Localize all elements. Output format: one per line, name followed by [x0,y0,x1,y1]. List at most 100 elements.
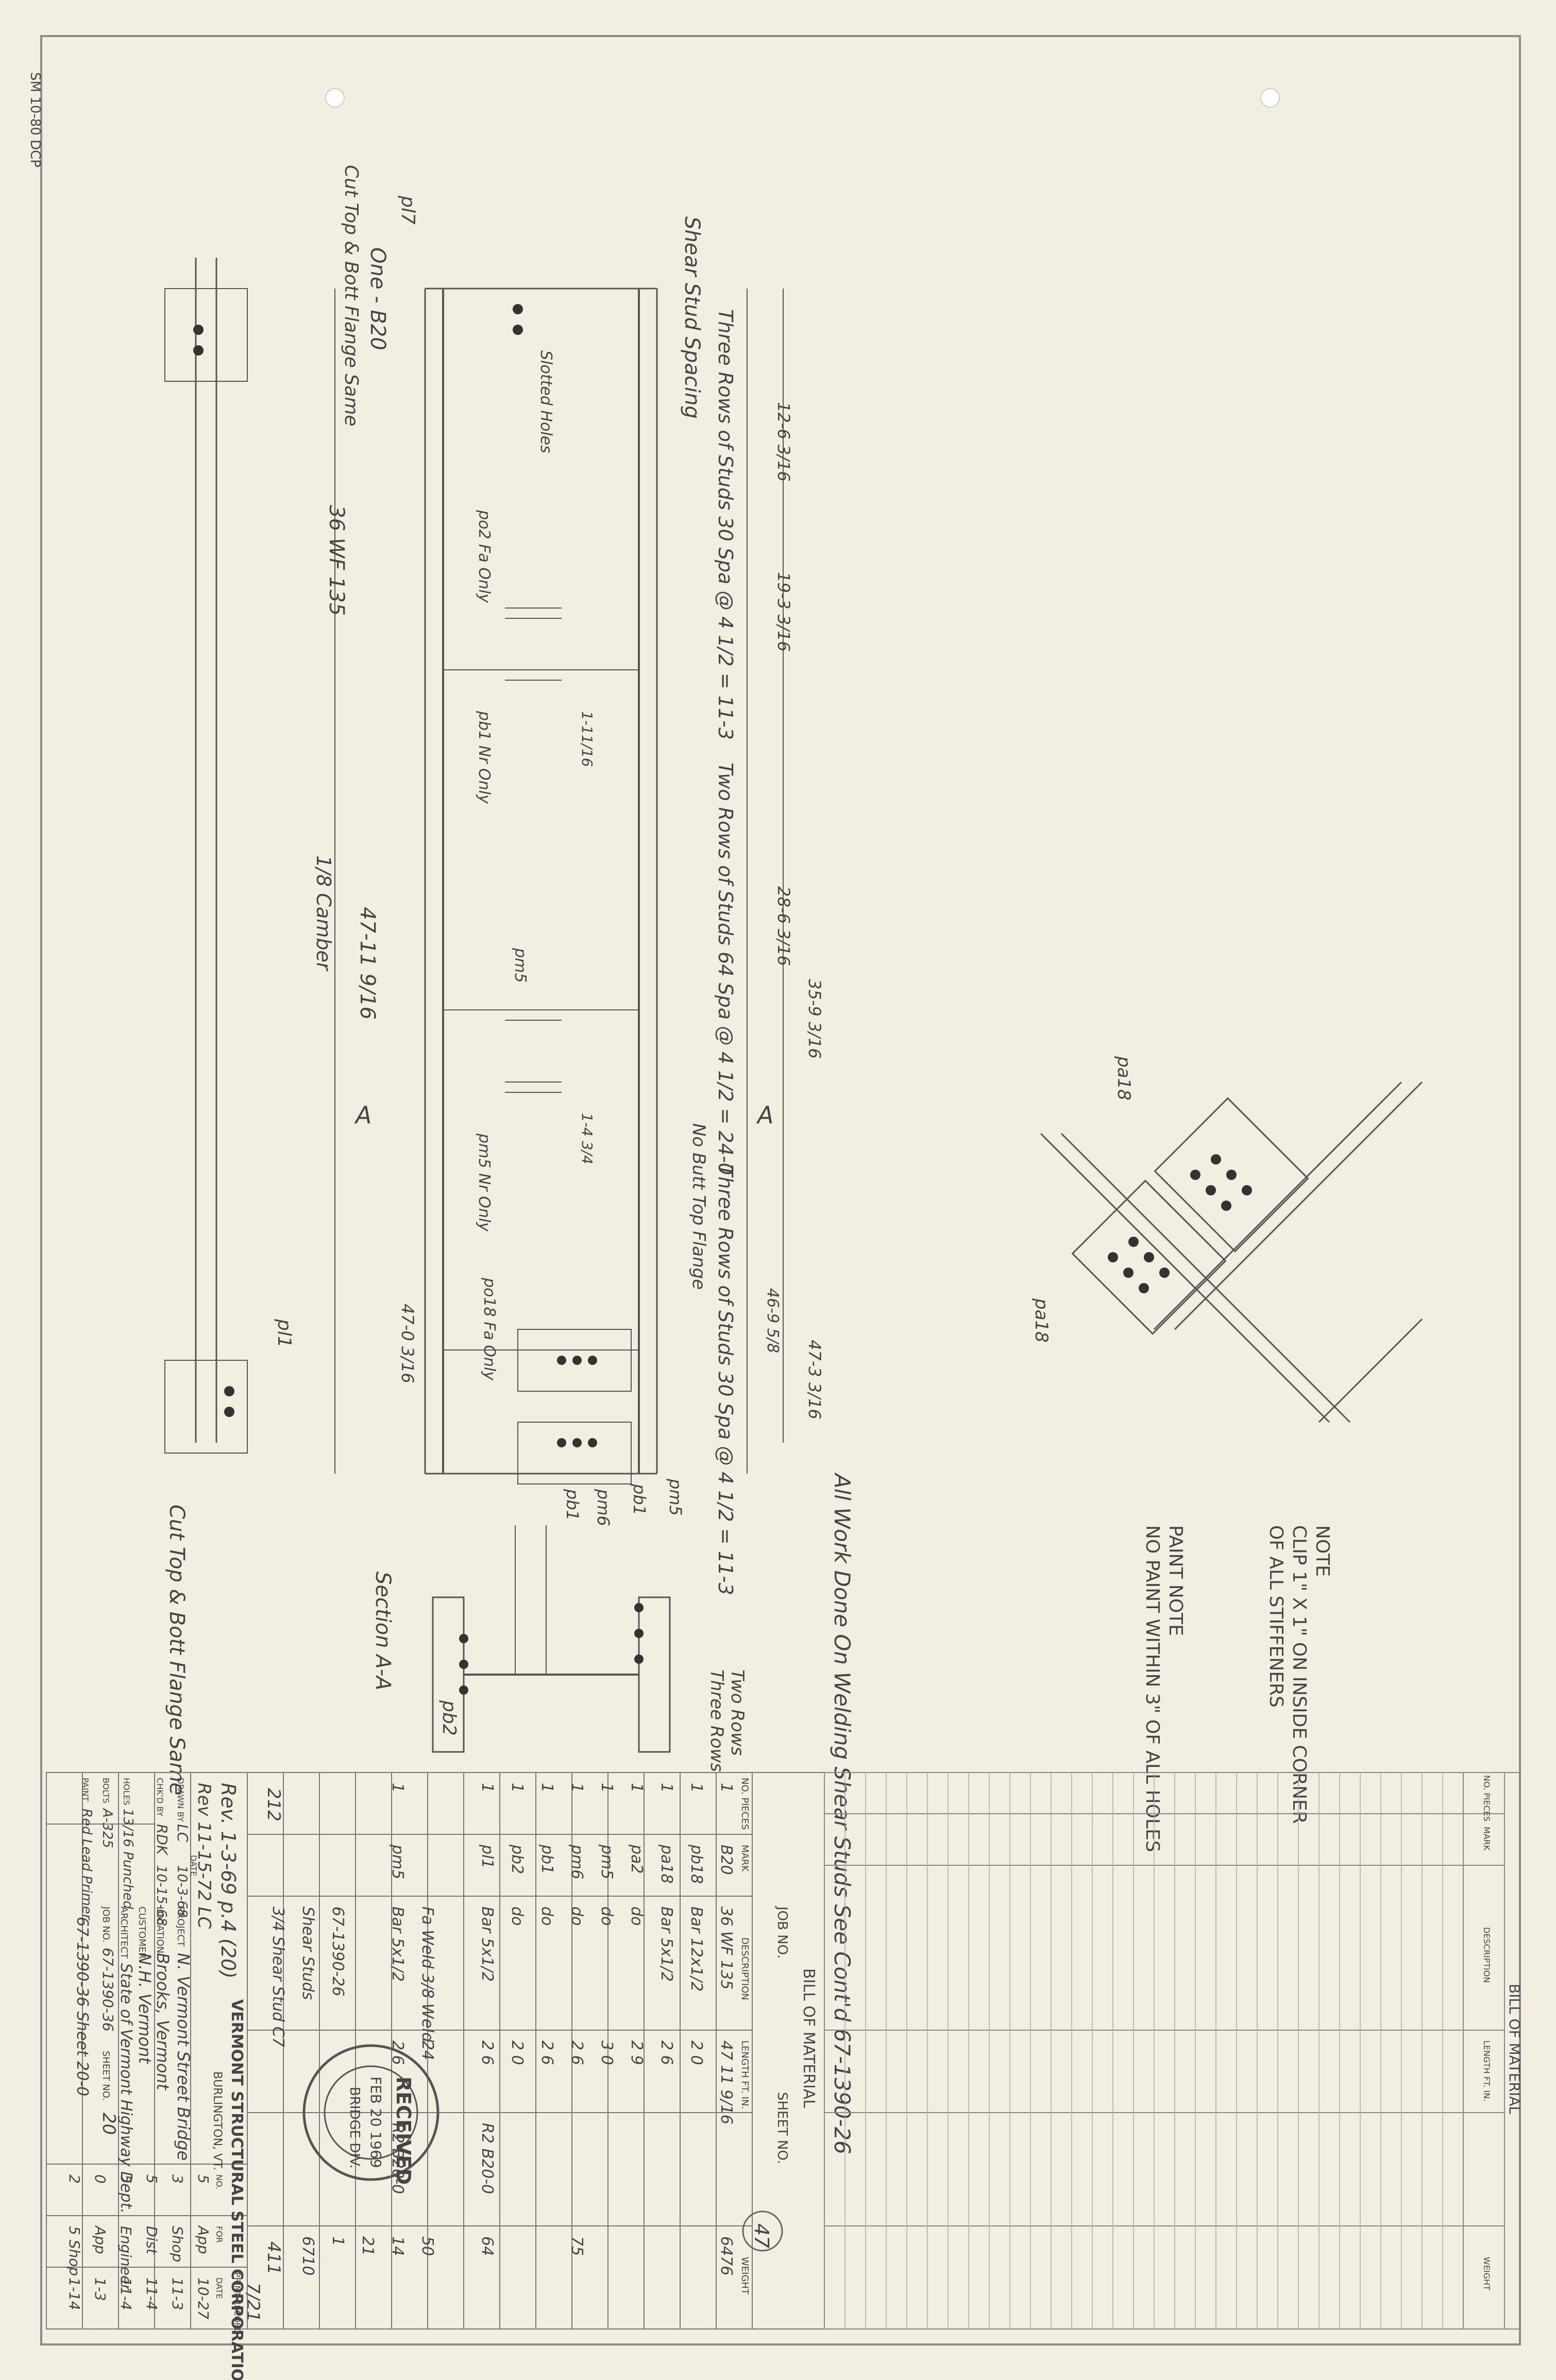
bolt-holes [193,304,597,1447]
bom-cell-desc: do [508,1906,526,1926]
bom-total-weight: 411 [263,2241,284,2275]
corner-code: SM 10-80 DCP [27,72,43,167]
bom-cell-len: 2 9 [628,2040,646,2065]
bom-right-header-weight: WEIGHT [1482,2257,1492,2290]
section-aa-bolts [459,1603,644,1695]
bom-cell-desc: Bar 5x1/2 [478,1906,496,1982]
bom-job-label: JOB NO. [774,1905,790,1959]
bom-sheet-label: SHEET NO. [774,2092,790,2164]
stamp-bottom: BRIDGE DIV. [347,2087,362,2169]
checked-date: 10-15-68 [154,1865,169,1926]
bom-header-no: NO. PIECES [739,1778,750,1830]
bom-cell-no: 1 [687,1783,705,1793]
section-label-pb1-b: pb1 [563,1489,582,1521]
bom-cell-len: 3 0 [598,2040,616,2065]
dim-7: 47-0 3/16 [398,1304,417,1383]
print-header-for: FOR [214,2226,224,2243]
beam-section: 36 WF 135 [325,505,348,616]
print-record-cell: Dist [143,2226,160,2255]
customer-value: N.H. Vermont [135,1953,155,2064]
print-record-rows: 5App10-273Shop11-35Dist11-45Engineer11-4… [66,2174,212,2320]
camber-label: 1/8 Camber [312,855,335,972]
note-line-1: CLIP 1" X 1" ON INSIDE CORNER [1289,1525,1310,1824]
section-arrow-a2: A [354,1101,371,1129]
bom-main-grid [247,1772,825,2330]
bom-cell-weight: 21 [359,2236,377,2256]
bom-header-length: LENGTH FT. IN. [739,2040,750,2109]
bom-cell-desc: Shear Studs [299,1906,317,2000]
print-record-cell: 3 [169,2174,186,2184]
bom-cell-desc: 3/4 Shear Stud C7 [269,1906,287,2047]
bom-cell-mark: B20 [717,1845,735,1875]
job-no-label: JOB NO. [100,1906,111,1943]
bom-cell-len: 2 6 [538,2040,556,2065]
bom-cell-weight: 1 [329,2236,347,2246]
checked-by: RDK [154,1824,171,1856]
print-record-cell: App [195,2225,212,2254]
bom-cell-len: 2 6 [478,2040,496,2065]
bom-cell-mark: pb1 [538,1844,556,1874]
bom-cell-weight: 14 [388,2236,407,2256]
checked-by-label: CHK'D BY [155,1778,165,1817]
bom-cell-desc: do [538,1906,556,1926]
date-label: DATE [189,1855,198,1877]
plate-label-4: pm5 [511,948,529,983]
project-value: N. Vermont Street Bridge [174,1953,193,2160]
punch-hole [1260,88,1280,108]
stud-rows-2: Two Rows of Studs 64 Spa @ 4 1/2 = 24-0 [714,763,737,1175]
slotted-holes-label: Slotted Holes [537,350,555,453]
stamp-date: FEB 20 1969 [367,2077,384,2168]
sheet-border [40,35,1521,2345]
paint-label: PAINT [80,1778,90,1801]
dim-3: 28-6 3/16 [774,886,793,966]
shear-studs [505,607,562,1093]
holes-value: 13/16 Punched [120,1809,136,1910]
shear-stud-label: Shear Stud Spacing [680,216,704,419]
bom-cell-len: 2 0 [508,2040,526,2065]
bom-cell-len: 2 6 [568,2040,586,2065]
punch-hole [325,88,345,108]
plate-label-5: pb1 Nr Only [475,711,493,804]
dim-2: 19-3 3/16 [774,572,793,652]
bom-cell-weight: 75 [568,2236,586,2256]
section-label-pm5: pm5 [666,1478,685,1516]
bom-cell-no: 1 [717,1783,735,1793]
beam-elevation [164,258,784,1484]
two-rows-label: Two Rows [727,1669,748,1756]
print-header-date: DATE [214,2277,224,2299]
location-value: Brooks, Vermont [153,1953,173,2091]
job-no-value: 67-1390-36 [99,1948,116,2032]
architect-label: ARCHITECT [119,1906,129,1959]
customer-label: CUSTOMER [137,1906,147,1959]
bom-cell-mark: pl1 [478,1844,496,1868]
bom-cell-no: 1 [478,1783,496,1793]
bom-cell-no: 1 [388,1783,407,1793]
note-title: NOTE [1312,1525,1333,1577]
bom-right-header-length: LENGTH FT. IN. [1482,2040,1492,2101]
dim-5: 47-3 3/16 [805,1340,824,1420]
architect-value: State of Vermont Highway Dept. [117,1963,135,2214]
beam-mark-label: One - B20 [366,247,390,350]
bom-right-row-lines [844,1773,1443,2329]
drawn-by: LC [174,1824,191,1843]
bom-cell-mark: pa2 [628,1844,646,1874]
plate-label-2: pm5 Nr Only [475,1133,493,1232]
bom-cell-no: 1 [628,1783,646,1793]
print-record-cell: 5 [195,2174,212,2184]
plate-label-6: pb2 [438,1700,460,1736]
bom-right-header-no: NO. PIECES [1482,1775,1492,1821]
bom-cell-mark: pa18 [657,1844,675,1884]
bom-cell-len: 2 0 [687,2040,705,2065]
bom-cell-len: 47 11 9/16 [717,2040,735,2124]
revision-1: Rev. 1-3-69 p.4 (20) [217,1783,240,1979]
print-record-cell: 1-14 [66,2277,83,2310]
print-record-cell: 10-27 [195,2277,212,2320]
bom-cell-mark: pb18 [687,1844,705,1884]
print-record-cell: 2 [66,2174,83,2184]
bom-cell-note: R2 B20-0 [478,2123,496,2194]
no-butt-label: No Butt Top Flange [688,1123,709,1290]
bom-cell-weight: 50 [418,2236,436,2256]
print-record-cell: 5 Shop [66,2226,83,2276]
drawn-by-label: DRAWN BY [176,1778,185,1822]
received-stamp: RECEIVED FEB 20 1969 BRIDGE DIV. [302,2044,439,2185]
